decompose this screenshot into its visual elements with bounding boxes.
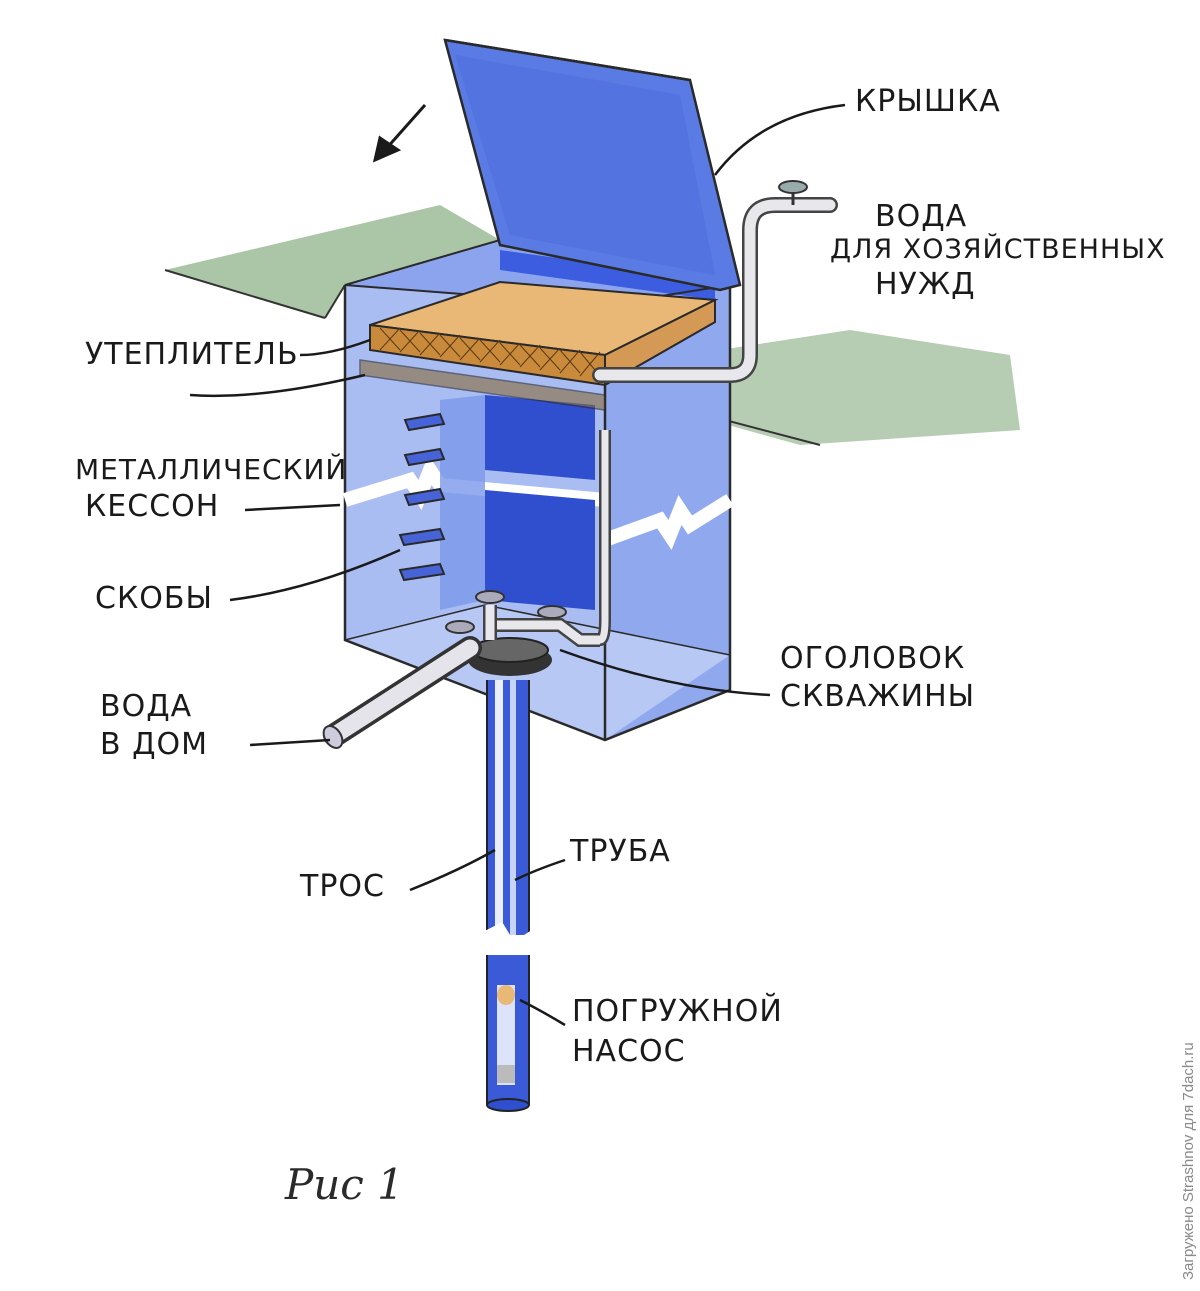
label-water-household-3: НУЖД xyxy=(875,267,976,302)
label-cable: ТРОС xyxy=(300,869,385,904)
label-water-house-2: В ДОМ xyxy=(100,727,209,762)
label-wellhead-2: СКВАЖИНЫ xyxy=(780,679,976,714)
leader-pipe xyxy=(514,858,566,882)
leader-brackets xyxy=(229,548,401,602)
label-pump-2: НАСОС xyxy=(572,1034,686,1069)
label-wellhead-1: ОГОЛОВОК xyxy=(780,641,966,676)
label-caisson-2: КЕССОН xyxy=(85,489,220,524)
label-pump-1: ПОГРУЖНОЙ xyxy=(572,994,783,1029)
casing-pipe xyxy=(477,680,539,1112)
label-pipe: ТРУБА xyxy=(570,834,671,869)
label-lid: КРЫШКА xyxy=(855,84,1001,119)
label-water-household-2: ДЛЯ ХОЗЯЙСТВЕННЫХ xyxy=(830,234,1166,265)
brackets xyxy=(398,412,446,582)
wellhead xyxy=(445,430,611,676)
label-brackets: СКОБЫ xyxy=(95,581,213,616)
label-water-household-1: ВОДА xyxy=(875,199,968,234)
leader-caisson xyxy=(244,503,341,512)
label-caisson-1: МЕТАЛЛИЧЕСКИЙ xyxy=(75,453,348,486)
label-water-house-1: ВОДА xyxy=(100,689,193,724)
ground-left xyxy=(164,205,500,319)
opening-arrow-icon xyxy=(372,104,427,163)
lid xyxy=(443,38,742,292)
figure-caption: Рис 1 xyxy=(285,1160,404,1209)
leader-water-house xyxy=(249,738,331,747)
household-tap-pipe xyxy=(592,180,838,383)
label-insulation: УТЕПЛИТЕЛЬ xyxy=(85,337,299,372)
house-supply-pipe xyxy=(322,636,482,749)
leader-insulation xyxy=(299,338,371,357)
leader-insulation-shelf xyxy=(189,373,366,398)
leader-pump xyxy=(519,998,566,1027)
insulation-slab xyxy=(359,280,719,411)
leader-cable xyxy=(409,848,496,892)
leader-wellhead xyxy=(559,648,771,697)
inner-back-wall xyxy=(440,395,595,610)
watermark: Загружено Strashnov для 7dach.ru xyxy=(1180,1042,1197,1280)
leader-lines xyxy=(189,103,846,1027)
leader-lid xyxy=(714,103,846,176)
